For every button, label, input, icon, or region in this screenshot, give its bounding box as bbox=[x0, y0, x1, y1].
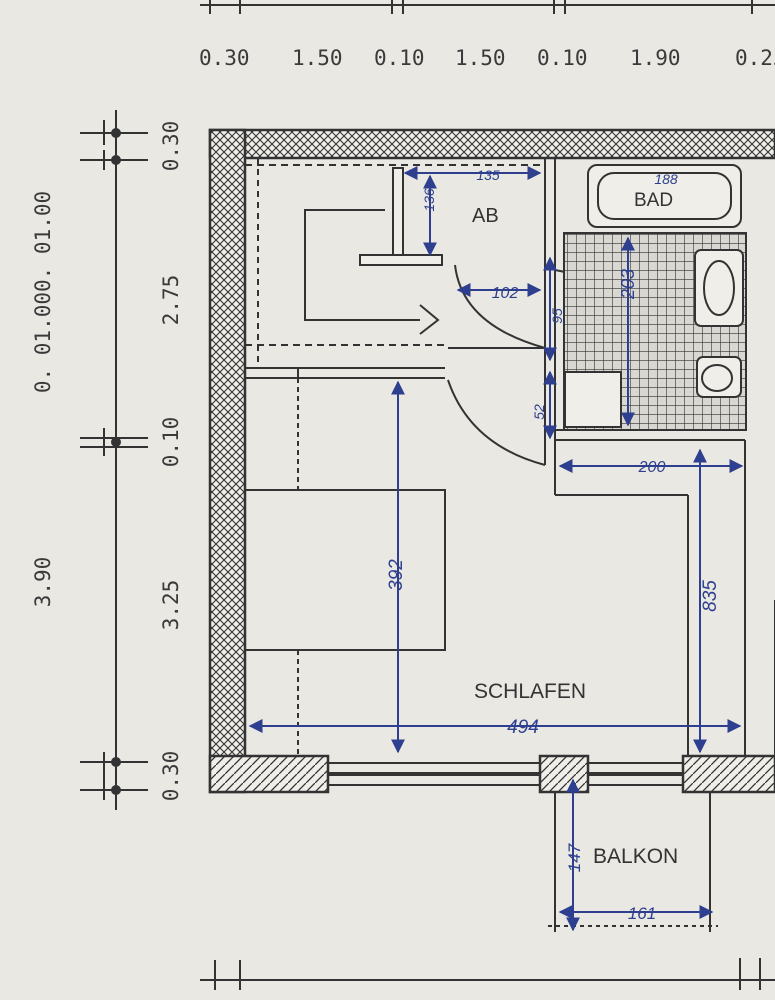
left-inner-label: 0.30 bbox=[159, 751, 183, 802]
handwritten-dimension-lines bbox=[248, 166, 744, 932]
bad-bathroom bbox=[563, 164, 747, 431]
room-label-ab: AB bbox=[472, 205, 499, 227]
top-dim-label: 1.50 bbox=[455, 46, 506, 70]
left-inner-label: 3.25 bbox=[159, 580, 183, 631]
dim-bad-depth: 203 bbox=[618, 269, 638, 300]
top-dim-label: 1.90 bbox=[630, 46, 681, 70]
wall-left bbox=[208, 128, 247, 794]
left-inner-label: 2.75 bbox=[159, 275, 183, 326]
dim-balkon-width: 161 bbox=[628, 904, 656, 923]
window-balkon bbox=[588, 762, 683, 786]
dim-ab-height: 136 bbox=[421, 188, 437, 212]
wall-bottom-right bbox=[681, 754, 775, 794]
dim-bad-door-upper: 95 bbox=[549, 308, 565, 324]
left-inner-label: 0.10 bbox=[159, 417, 183, 468]
dim-schlafen-height: 392 bbox=[386, 559, 407, 591]
dim-ab-width: 135 bbox=[476, 167, 500, 183]
room-label-bad: BAD bbox=[634, 190, 673, 211]
top-dim-label: 1.50 bbox=[292, 46, 343, 70]
bathtub bbox=[587, 164, 742, 228]
top-dimension-chain bbox=[200, 0, 775, 14]
wall-bottom-left bbox=[208, 754, 330, 794]
dim-schlafen-width: 494 bbox=[507, 717, 539, 738]
left-outer-label: 0. 01.000. 01.00 bbox=[31, 191, 55, 393]
room-label-balkon: BALKON bbox=[593, 845, 678, 868]
dim-bad-door-lower: 52 bbox=[531, 404, 547, 420]
dim-door-ab: 102 bbox=[492, 285, 519, 302]
dim-balkon-depth: 147 bbox=[565, 843, 584, 872]
wall-bottom-mid bbox=[538, 754, 590, 794]
top-dim-label: 0.10 bbox=[374, 46, 425, 70]
top-dim-label: 0.25 bbox=[735, 46, 775, 70]
dim-bad-width: 188 bbox=[654, 171, 678, 187]
left-outer-label: 3.90 bbox=[31, 557, 55, 608]
washbasin bbox=[694, 249, 744, 327]
room-label-schlafen: SCHLAFEN bbox=[474, 680, 586, 703]
left-dimension-chain bbox=[80, 110, 148, 810]
bottom-axis bbox=[200, 958, 775, 990]
handwritten-dimension-labels: 135 136 102 188 203 95 52 200 392 835 49… bbox=[386, 167, 721, 923]
bed bbox=[244, 378, 446, 756]
left-dimension-labels: 0. 01.000. 01.00 3.90 0.30 2.75 0.10 3.2… bbox=[31, 121, 183, 802]
door-ab bbox=[448, 264, 546, 349]
wall-top bbox=[208, 128, 775, 160]
shower-tray bbox=[564, 371, 622, 428]
left-inner-label: 0.30 bbox=[159, 121, 183, 172]
exterior-walls bbox=[208, 128, 775, 794]
dim-corridor-width: 200 bbox=[638, 459, 666, 476]
window-schlafen bbox=[328, 762, 540, 786]
ab-wardrobe bbox=[245, 158, 545, 368]
dim-schlafen-right-height: 835 bbox=[700, 580, 721, 612]
top-dim-label: 0.30 bbox=[199, 46, 250, 70]
top-dimension-labels: 0.30 1.50 0.10 1.50 0.10 1.90 0.25 bbox=[199, 46, 775, 70]
top-dim-label: 0.10 bbox=[537, 46, 588, 70]
